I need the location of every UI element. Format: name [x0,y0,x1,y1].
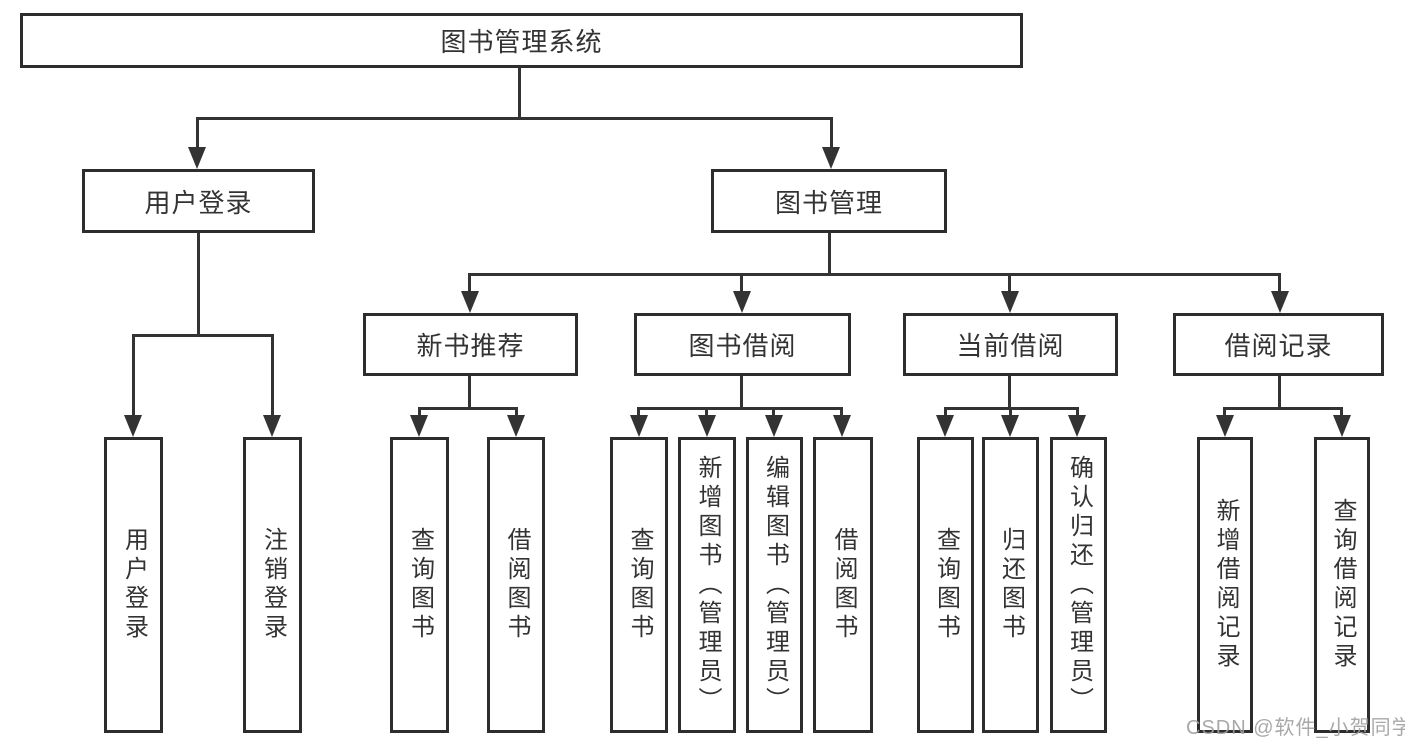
node-book-management: 图书管理 [711,169,947,233]
arrow-down-icon [630,415,648,437]
leaf-recommend-query-book: 查询图书 [390,437,449,733]
leaf-borrow-borrow-book-label: 借阅图书 [830,527,857,643]
arrow-down-icon [1068,415,1086,437]
connector-arrow-recommend-shaft [468,273,471,293]
node-book-borrow-label: 图书借阅 [688,331,797,361]
leaf-borrow-query-book: 查询图书 [610,437,668,733]
arrow-down-icon [1271,291,1289,313]
leaf-current-query-book-label: 查询图书 [932,527,960,643]
connector-arrow-borrow-shaft [740,273,743,293]
connector-user-hbar [132,334,274,337]
arrow-down-icon [410,415,428,437]
arrow-down-icon [1333,415,1351,437]
node-book-management-label: 图书管理 [774,187,883,218]
node-user-login: 用户登录 [82,169,315,233]
leaf-user-login-label: 用户登录 [120,527,148,643]
connector-arrow-shaft [1009,407,1012,417]
leaf-current-query-book: 查询图书 [917,437,974,733]
leaf-recommend-query-book-label: 查询图书 [406,527,434,643]
connector-current-stem [1008,376,1011,407]
leaf-logout-label: 注销登录 [259,527,287,643]
connector-root-hbar [196,117,833,120]
connector-arrow-user-shaft [196,117,199,149]
arrow-down-icon [1001,291,1019,313]
connector-recommend-stem [468,376,471,407]
connector-arrow-records-shaft [1278,273,1281,293]
leaf-current-return-book-label: 归还图书 [997,527,1025,643]
arrow-down-icon [765,415,783,437]
leaf-borrow-add-book-admin-label: 新增图书（管理员） [694,454,721,716]
leaf-current-confirm-return-admin-label: 确认归还（管理员） [1065,454,1093,716]
connector-arrow-shaft [1076,407,1079,417]
node-user-login-label: 用户登录 [144,187,253,218]
leaf-recommend-borrow-book: 借阅图书 [487,437,545,733]
connector-user-stem [197,233,200,334]
connector-arrow-shaft [944,407,947,417]
connector-borrow-stem [740,376,743,407]
leaf-current-return-book: 归还图书 [982,437,1039,733]
leaf-records-query-record: 查询借阅记录 [1314,437,1370,733]
leaf-logout: 注销登录 [243,437,302,733]
connector-arrow-logout-shaft [271,334,274,416]
node-current-borrow-label: 当前借阅 [956,331,1065,361]
leaf-borrow-borrow-book: 借阅图书 [813,437,873,733]
arrow-down-icon [833,415,851,437]
connector-arrow-shaft [637,407,640,417]
connector-bookmgmt-hbar [468,273,1281,276]
node-new-book-recommend-label: 新书推荐 [416,331,525,361]
leaf-user-login: 用户登录 [104,437,163,733]
connector-arrow-login-shaft [132,334,135,416]
node-current-borrow: 当前借阅 [903,313,1118,376]
node-borrow-records: 借阅记录 [1173,313,1384,376]
arrow-down-icon [698,415,716,437]
connector-arrow-shaft [418,407,421,417]
arrow-down-icon [1216,415,1234,437]
connector-arrow-shaft [772,407,775,417]
arrow-down-icon [507,415,525,437]
node-root-label: 图书管理系统 [440,27,603,57]
arrow-down-icon [124,415,142,437]
connector-bookmgmt-stem [828,233,831,273]
leaf-current-confirm-return-admin: 确认归还（管理员） [1050,437,1107,733]
leaf-borrow-edit-book-admin-label: 编辑图书（管理员） [761,454,789,716]
connector-root-stem [518,67,521,117]
connector-arrow-shaft [1340,407,1343,417]
connector-arrow-current-shaft [1008,273,1011,293]
arrow-down-icon [936,415,954,437]
connector-borrow-hbar [637,407,843,410]
connector-arrow-shaft [515,407,518,417]
connector-arrow-shaft [705,407,708,417]
node-borrow-records-label: 借阅记录 [1224,331,1333,361]
connector-arrow-shaft [840,407,843,417]
leaf-records-query-record-label: 查询借阅记录 [1329,498,1356,672]
leaf-borrow-edit-book-admin: 编辑图书（管理员） [746,437,803,733]
leaf-borrow-query-book-label: 查询图书 [626,527,653,643]
connector-arrow-shaft [1223,407,1226,417]
connector-records-stem [1278,376,1281,407]
arrow-down-icon [461,291,479,313]
leaf-records-add-record-label: 新增借阅记录 [1212,498,1239,672]
leaf-borrow-add-book-admin: 新增图书（管理员） [678,437,736,733]
arrow-down-icon [733,291,751,313]
connector-arrow-bookmgmt-shaft [830,117,833,149]
node-book-borrow: 图书借阅 [634,313,851,376]
leaf-recommend-borrow-book-label: 借阅图书 [503,527,530,643]
arrow-down-icon [188,147,206,169]
arrow-down-icon [822,147,840,169]
node-new-book-recommend: 新书推荐 [363,313,578,376]
leaf-records-add-record: 新增借阅记录 [1197,437,1253,733]
csdn-watermark: CSDN @软件_小贺同学 [1186,717,1405,739]
connector-recommend-hbar [418,407,518,410]
arrow-down-icon [263,415,281,437]
node-root: 图书管理系统 [20,13,1023,68]
arrow-down-icon [1001,415,1019,437]
connector-records-hbar [1223,407,1343,410]
